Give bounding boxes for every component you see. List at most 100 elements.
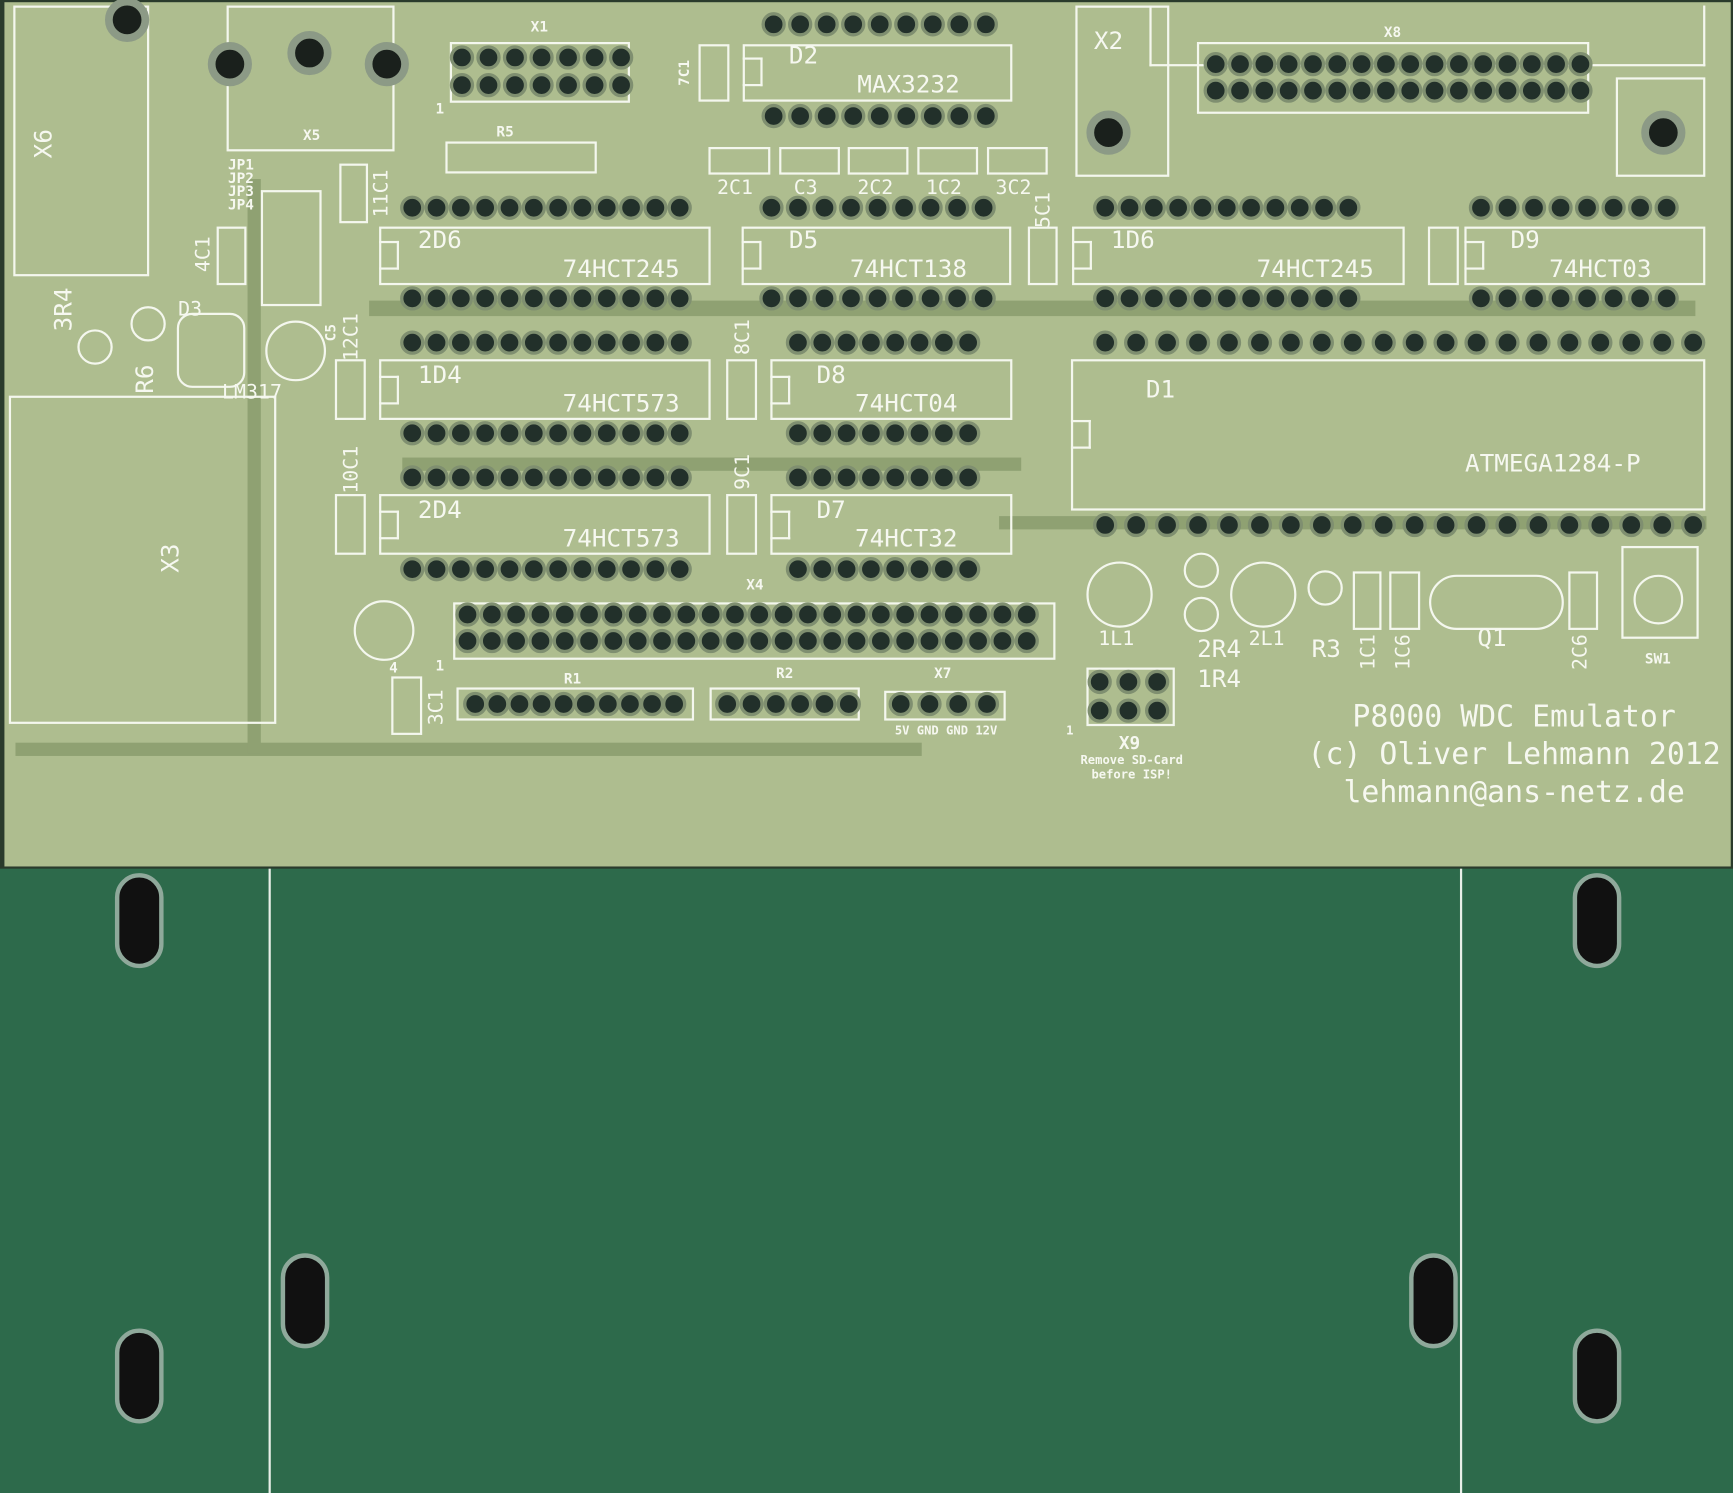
solder-pad: [1190, 195, 1215, 220]
ic-d9-outline: [1464, 226, 1706, 286]
solder-pad: [1276, 78, 1301, 103]
solder-pad: [955, 421, 981, 446]
solder-pad: [643, 330, 668, 355]
capacitor-3c1-outline: [391, 676, 423, 735]
solder-pad: [812, 691, 837, 717]
solder-pad: [594, 557, 619, 582]
solder-pad: [1287, 286, 1312, 311]
solder-pad: [1601, 195, 1626, 220]
label-d9-part: 74HCT03: [1549, 255, 1652, 284]
connector-x2-outline: [1075, 5, 1170, 177]
footer-title: P8000 WDC Emulator: [1352, 700, 1676, 735]
solder-pad: [888, 691, 913, 717]
solder-pad: [1287, 195, 1312, 220]
solder-pad: [747, 602, 772, 627]
solder-pad: [841, 103, 866, 129]
capacitor-7c1-outline: [698, 44, 730, 102]
solder-pad: [1619, 512, 1644, 538]
footer-copyright: (c) Oliver Lehmann 2012: [1307, 737, 1721, 772]
solder-pad: [1309, 512, 1334, 538]
solder-pad: [449, 45, 475, 70]
label-2l1: 2L1: [1248, 627, 1285, 651]
solder-pad: [1117, 286, 1142, 311]
solder-pad: [497, 195, 522, 220]
solder-pad: [1123, 330, 1149, 355]
label-r3: R3: [1311, 636, 1341, 664]
solder-pad: [1227, 51, 1253, 77]
solder-pad: [521, 465, 546, 490]
pad-ring: [1183, 596, 1220, 633]
solder-pad: [1093, 286, 1118, 311]
solder-pad: [1601, 286, 1626, 311]
switch-sw1-outline: [1621, 545, 1699, 639]
solder-pad: [785, 557, 811, 582]
solder-pad: [1464, 512, 1489, 538]
label-3c1: 3C1: [424, 689, 449, 726]
solder-pad: [545, 195, 571, 220]
solder-pad: [545, 421, 571, 446]
solder-pad: [473, 330, 498, 355]
ic-notch: [741, 240, 762, 270]
label-4: 4: [389, 660, 398, 677]
solder-pad: [941, 602, 966, 627]
connector-x9-outline: [1086, 667, 1175, 727]
solder-pad: [836, 691, 861, 717]
label-d5-part: 74HCT138: [849, 255, 968, 284]
solder-pad: [601, 628, 626, 654]
solder-pad: [1278, 330, 1304, 355]
solder-pad: [920, 12, 945, 37]
label-9c1: 9C1: [731, 453, 755, 490]
solder-pad: [594, 421, 619, 446]
solder-pad: [1185, 330, 1211, 355]
solder-pad: [1398, 78, 1423, 103]
solder-pad: [1117, 195, 1142, 220]
solder-pad: [759, 286, 784, 311]
label-d7: D7: [816, 496, 846, 525]
label-1r4: 1R4: [1197, 665, 1242, 694]
solder-pad: [455, 628, 480, 654]
capacitor-12c1-outline: [334, 359, 366, 420]
solder-pad: [867, 103, 892, 129]
capacitor-outline: [1427, 226, 1459, 286]
label-3r4: 3R4: [50, 287, 78, 332]
solder-pad: [617, 691, 643, 717]
ic-1d4-outline: [379, 359, 711, 420]
solder-pad: [473, 195, 498, 220]
solder-pad: [449, 72, 475, 98]
solder-pad: [1116, 698, 1141, 723]
label-11c1: 11C1: [369, 169, 393, 218]
label-d8-part: 74HCT04: [855, 390, 958, 419]
capacitor-11c1-outline: [339, 163, 369, 224]
label-1d6: 1D6: [1110, 227, 1155, 255]
solder-pad: [582, 45, 607, 70]
solder-pad: [618, 195, 644, 220]
crystal-q1-outline: [1429, 574, 1564, 630]
solder-pad: [1190, 286, 1215, 311]
solder-pad: [1087, 698, 1112, 723]
solder-pad: [528, 628, 553, 654]
solder-pad: [528, 602, 553, 627]
solder-pad: [1464, 330, 1489, 355]
solder-pad: [570, 465, 595, 490]
solder-pad: [971, 195, 996, 220]
solder-pad: [1471, 78, 1496, 103]
solder-pad: [476, 45, 501, 70]
solder-pad: [865, 286, 890, 311]
mounting-hole: [364, 41, 409, 87]
label-d2: D2: [788, 42, 819, 71]
label-r6: R6: [132, 364, 160, 394]
solder-pad: [1014, 628, 1039, 654]
solder-pad: [667, 465, 692, 490]
solder-pad: [503, 628, 529, 654]
solder-pad: [521, 330, 546, 355]
solder-pad: [761, 12, 786, 37]
label-max3232: MAX3232: [857, 71, 960, 99]
solder-pad: [944, 195, 970, 220]
solder-pad: [894, 12, 919, 37]
solder-pad: [715, 691, 740, 717]
solder-pad: [955, 465, 981, 490]
solder-pad: [618, 330, 644, 355]
pad-ring: [130, 306, 166, 342]
solder-pad: [473, 465, 498, 490]
solder-pad: [1398, 51, 1423, 77]
